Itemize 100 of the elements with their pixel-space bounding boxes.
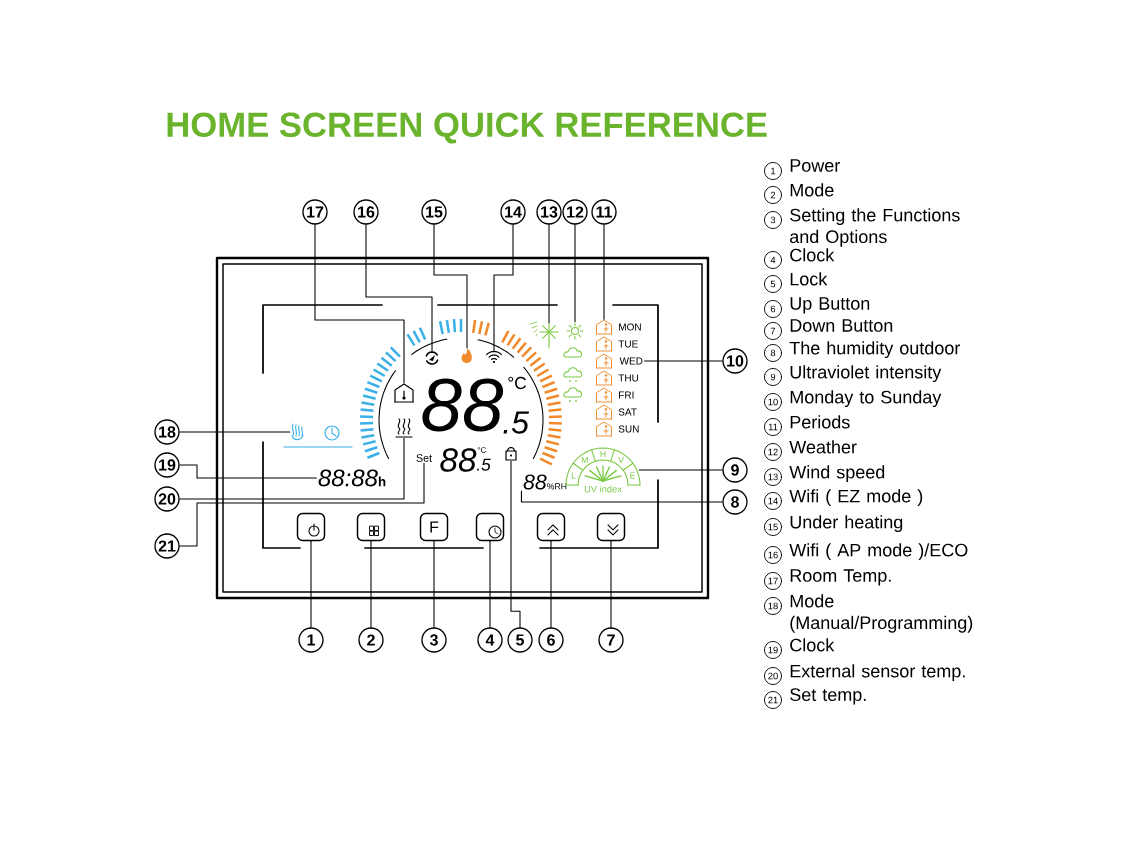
leader-line [644,360,723,362]
house-icon [596,319,612,335]
description-text: Wifi ( EZ mode ) [789,489,923,507]
leader-line [548,224,550,324]
leader-line [520,490,723,503]
power-button [296,512,326,542]
leader-line [574,224,576,323]
description-text: Wifi ( AP mode )/ECO [789,543,968,561]
leader-line [493,224,514,352]
cycle-icon [425,351,439,365]
description-text: Power [790,159,840,172]
unit-label: °C [477,447,486,453]
leader-line [550,540,552,628]
callout-number: 21 [154,533,180,559]
decimal-digit: .5 [476,458,491,471]
description-text: Mode [790,183,834,197]
decimal-digit: .5 [503,411,530,434]
circled-number: 12 [764,443,782,461]
house-icon [394,383,414,403]
callout-number: 13 [536,199,562,225]
callout-number: 18 [154,419,180,445]
title: HOME SCREEN QUICK REFERENCE [167,112,767,144]
callout-number: 4 [477,627,503,653]
callout-number: 7 [598,627,624,653]
clock-button [475,512,505,542]
day-label: SAT [618,408,637,416]
circled-number: 21 [764,691,782,709]
down-button [596,512,626,542]
leader-line [638,469,723,471]
leader-line [510,460,521,628]
leader-line [370,540,372,628]
hand-icon [291,423,304,441]
circled-number: 16 [764,546,782,564]
day-label: WED [619,357,643,365]
day-label: SUN [618,425,639,433]
circled-number: 10 [764,393,782,411]
leader-line [314,224,405,384]
leader-line [610,540,612,628]
description-text: Set temp. [790,688,866,705]
description-text: Room Temp. [790,569,891,586]
up-button [536,512,566,542]
day-label: THU [618,374,639,382]
description-text: Wind speed [789,465,885,483]
description-text: The humidity outdoor [789,341,960,359]
wifi-icon [486,350,502,364]
description-text: Lock [790,272,828,286]
description-text: Setting the Functions and Options [790,208,960,247]
description-text: Clock [790,248,835,262]
leader-line [433,224,468,349]
circled-number: 6 [764,300,782,318]
circled-number: 1 [764,162,782,180]
callout-number: 3 [421,627,447,653]
callout-number: 5 [507,627,533,653]
description-text: Mode (Manual/Programming) [790,594,973,633]
callout-number: 14 [500,199,526,225]
day-label: FRI [619,391,634,399]
circled-number: 3 [764,211,782,229]
wind-icon [529,321,559,349]
temperature-readout: 88 [440,448,477,472]
circled-number: 11 [764,418,782,436]
circled-number: 17 [764,572,782,590]
callout-number: 1 [298,627,324,653]
callout-number: 20 [154,486,180,512]
circled-number: 5 [764,275,782,293]
leader-line [433,540,435,628]
callout-number: 15 [421,199,447,225]
circled-number: 8 [764,344,782,362]
heat-waves-icon [395,418,413,438]
flame-icon [461,348,472,363]
circled-number: 7 [764,322,782,340]
clock-readout: 88:88h [318,469,386,487]
lock-icon [505,446,517,461]
leader-line [603,224,605,320]
leader-line [489,540,491,628]
description-text: Monday to Sunday [790,390,942,408]
circled-number: 9 [764,368,782,386]
mode-button [356,512,386,542]
circled-number: 4 [764,251,782,269]
circled-number: 20 [764,667,782,685]
circled-number: 14 [764,492,782,510]
circled-number: 13 [764,468,782,486]
temperature-readout: 88 [422,378,504,432]
callout-number: 19 [154,452,180,478]
leader-line [179,431,291,433]
day-label: TUE [618,340,638,348]
circled-number: 2 [764,186,782,204]
description-text: Periods [790,415,850,429]
callout-number: 11 [591,199,617,225]
description-text: Under heating [790,515,903,533]
callout-number: 6 [538,627,564,653]
sun-icon [566,322,584,340]
unit-label: °C [508,376,527,390]
leader-line [365,224,433,352]
circled-number: 18 [764,597,782,615]
callout-number: 8 [722,489,748,515]
description-text: External sensor temp. [790,664,965,682]
leader-line [179,462,425,547]
leader-line [179,464,317,479]
description-text: Up Button [790,297,870,314]
leader-line [310,540,312,628]
